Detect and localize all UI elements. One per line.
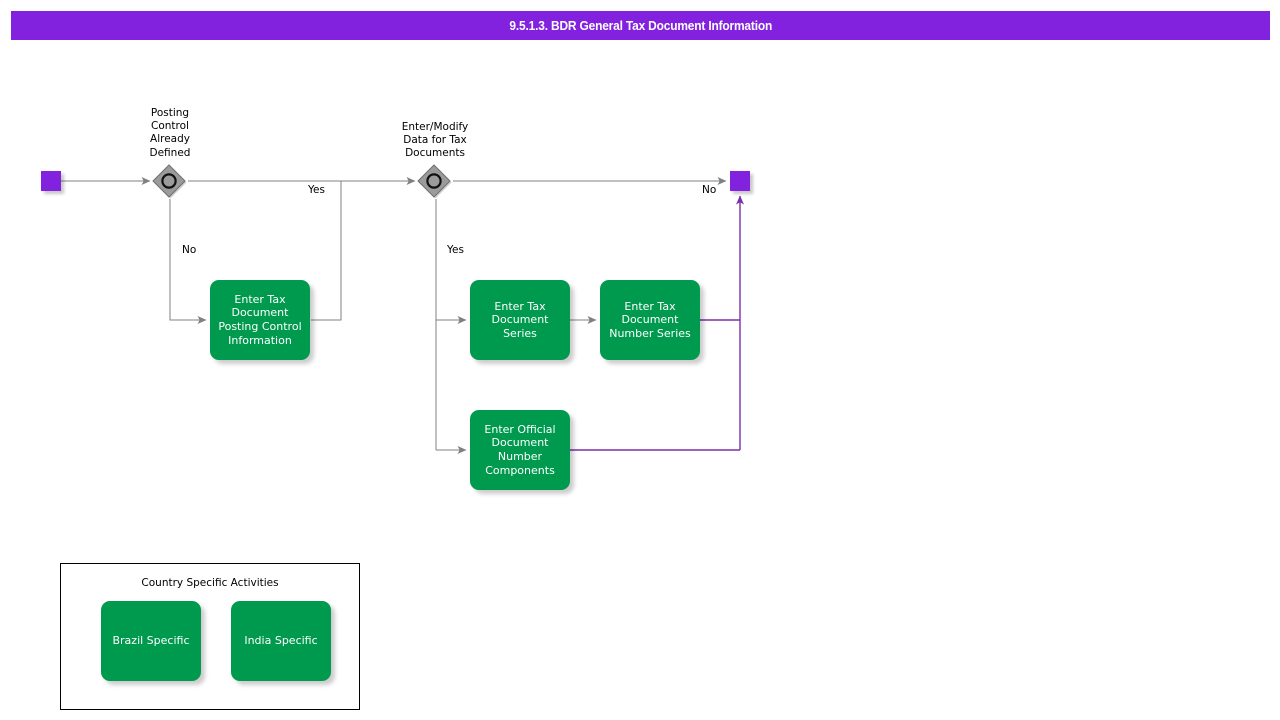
start-event[interactable]: [41, 171, 61, 191]
edge-label-gateway1-yes: Yes: [308, 184, 325, 196]
task-enter-tax-document-posting-control-information[interactable]: Enter Tax Document Posting Control Infor…: [210, 280, 310, 360]
edge-label-gateway2-no: No: [702, 184, 717, 196]
task-enter-official-document-number-components[interactable]: Enter Official Document Number Component…: [470, 410, 570, 490]
task-label: Enter Tax Document Series: [491, 299, 549, 340]
legend-item-brazil-specific[interactable]: Brazil Specific: [101, 601, 201, 681]
edge-label-gateway1-no: No: [182, 244, 197, 256]
gateway-enter-modify-data-caption: Enter/Modify Data for Tax Documents: [401, 121, 469, 160]
legend-title: Country Specific Activities: [141, 577, 279, 589]
page-title: 9.5.1.3. BDR General Tax Document Inform…: [509, 18, 772, 33]
gateway-enter-modify-data-for-tax-documents[interactable]: [416, 163, 452, 199]
gateway-posting-control-caption: Posting Control Already Defined: [149, 107, 191, 159]
task-label: Enter Tax Document Number Series: [609, 299, 691, 340]
task-label: Enter Tax Document Posting Control Infor…: [218, 292, 302, 347]
gateway-posting-control-already-defined[interactable]: [151, 163, 187, 199]
legend-item-label: Brazil Specific: [112, 634, 190, 647]
gateway-inner-circle-icon: [161, 173, 177, 189]
edge-label-gateway2-yes: Yes: [447, 244, 464, 256]
task-label: Enter Official Document Number Component…: [484, 422, 556, 477]
legend-country-specific-activities: Country Specific Activities Brazil Speci…: [60, 563, 360, 710]
legend-item-label: India Specific: [244, 634, 318, 647]
task-enter-tax-document-series[interactable]: Enter Tax Document Series: [470, 280, 570, 360]
edge-gateway1-no-to-task1: [169, 199, 207, 324]
edge-task1-to-topline: [311, 181, 342, 321]
task-enter-tax-document-number-series[interactable]: Enter Tax Document Number Series: [600, 280, 700, 360]
header-bar: 9.5.1.3. BDR General Tax Document Inform…: [11, 11, 1270, 40]
gateway-inner-circle-icon: [426, 173, 442, 189]
legend-item-india-specific[interactable]: India Specific: [231, 601, 331, 681]
end-event[interactable]: [730, 171, 750, 191]
